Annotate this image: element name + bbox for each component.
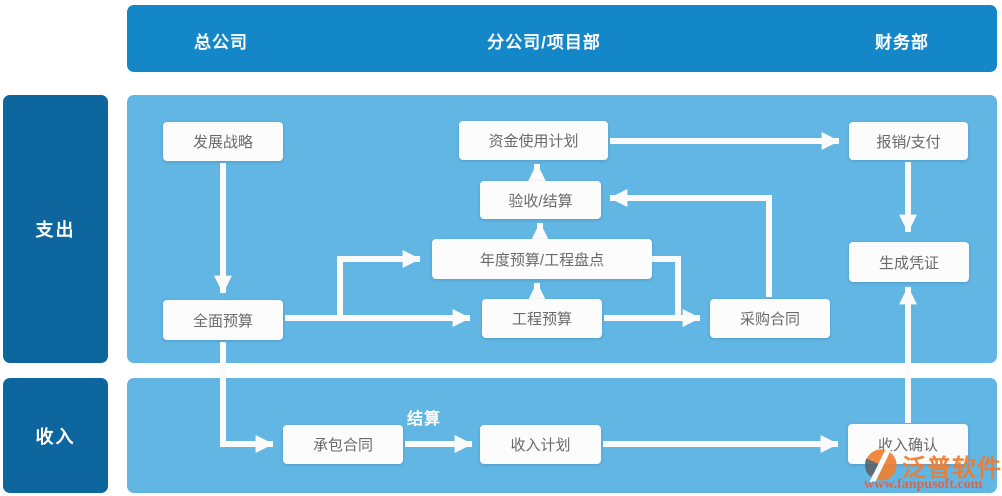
watermark-url: www.fanpusoft.com <box>864 477 983 492</box>
node-development-strategy: 发展战略 <box>163 122 283 161</box>
node-income-plan: 收入计划 <box>480 425 601 464</box>
fanpu-logo-icon <box>864 448 897 482</box>
column-header-branch-project: 分公司/项目部 <box>487 33 601 52</box>
lane-label-expense: 支出 <box>3 95 108 363</box>
node-fund-usage-plan: 资金使用计划 <box>459 121 608 160</box>
watermark-brand: 泛普软件 <box>902 455 1002 482</box>
column-header-finance-dept: 财务部 <box>875 33 929 52</box>
column-header-head-office: 总公司 <box>194 33 248 52</box>
node-acceptance-settlement: 验收/结算 <box>480 181 601 219</box>
node-annual-budget-inventory: 年度预算/工程盘点 <box>432 239 652 279</box>
lane-label-income: 收入 <box>3 378 108 493</box>
edge-label-settlement: 结算 <box>406 411 442 428</box>
watermark: 泛普软件 www.fanpusoft.com <box>862 446 1002 496</box>
node-comprehensive-budget: 全面预算 <box>163 300 283 340</box>
column-header-bar <box>127 5 997 72</box>
node-project-budget: 工程预算 <box>482 299 602 338</box>
node-reimbursement-payment: 报销/支付 <box>849 122 968 160</box>
node-contracting-contract: 承包合同 <box>283 425 403 464</box>
node-procurement-contract: 采购合同 <box>710 299 830 338</box>
node-generate-voucher: 生成凭证 <box>849 242 969 282</box>
